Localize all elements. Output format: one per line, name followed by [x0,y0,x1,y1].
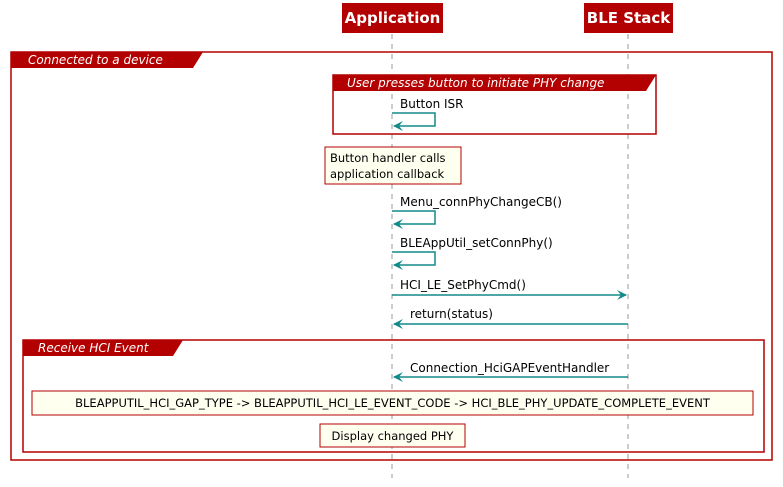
message-gap-event-handler-label: Connection_HciGAPEventHandler [410,361,609,375]
message-return-status-label: return(status) [410,307,493,321]
message-button-isr: Button ISR [392,97,464,131]
group-receive-hci: Receive HCI Event [22,339,765,453]
message-set-conn-phy: BLEAppUtil_setConnPhy() [392,236,553,270]
note-event-chain: BLEAPPUTIL_HCI_GAP_TYPE -> BLEAPPUTIL_HC… [31,390,754,416]
group-connected-label: Connected to a device [28,53,163,67]
participant-application-label: Application [345,9,441,27]
note-display-phy: Display changed PHY [319,423,466,448]
note-button-handler: Button handler calls application callbac… [324,146,462,185]
group-receive-hci-label: Receive HCI Event [38,341,150,355]
message-button-isr-label: Button ISR [400,97,464,111]
note-button-handler-line1: Button handler calls [330,151,446,165]
message-gap-event-handler: Connection_HciGAPEventHandler [393,361,628,382]
message-hci-set-phy: HCI_LE_SetPhyCmd() [392,278,627,300]
participant-application: Application [342,3,443,33]
group-user-press: User presses button to initiate PHY chan… [332,74,657,135]
message-set-conn-phy-label: BLEAppUtil_setConnPhy() [400,236,553,250]
participant-ble-stack: BLE Stack [584,3,673,33]
message-hci-set-phy-label: HCI_LE_SetPhyCmd() [400,278,526,292]
message-menu-cb: Menu_connPhyChangeCB() [392,195,562,229]
note-event-chain-text: BLEAPPUTIL_HCI_GAP_TYPE -> BLEAPPUTIL_HC… [75,396,711,410]
note-display-phy-text: Display changed PHY [332,429,455,443]
participant-ble-stack-label: BLE Stack [587,9,671,27]
message-menu-cb-label: Menu_connPhyChangeCB() [400,195,562,209]
group-user-press-label: User presses button to initiate PHY chan… [347,76,604,90]
group-connected: Connected to a device [10,51,773,461]
message-return-status: return(status) [393,307,628,329]
note-button-handler-line2: application callback [330,167,445,181]
